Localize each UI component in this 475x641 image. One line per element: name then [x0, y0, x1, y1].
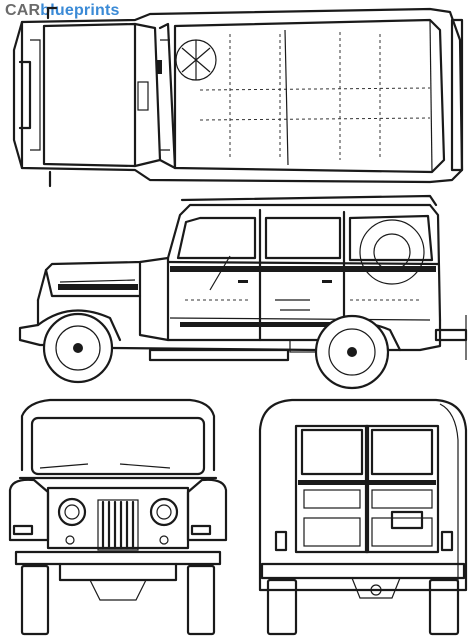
top-view [12, 6, 464, 188]
logo-blueprints-text: blueprints [40, 2, 120, 19]
car-blueprints-logo: CARblueprints [5, 2, 120, 20]
rear-view [258, 398, 468, 636]
logo-car-text: CAR [5, 2, 41, 19]
front-view [8, 398, 228, 636]
side-view [18, 194, 468, 390]
